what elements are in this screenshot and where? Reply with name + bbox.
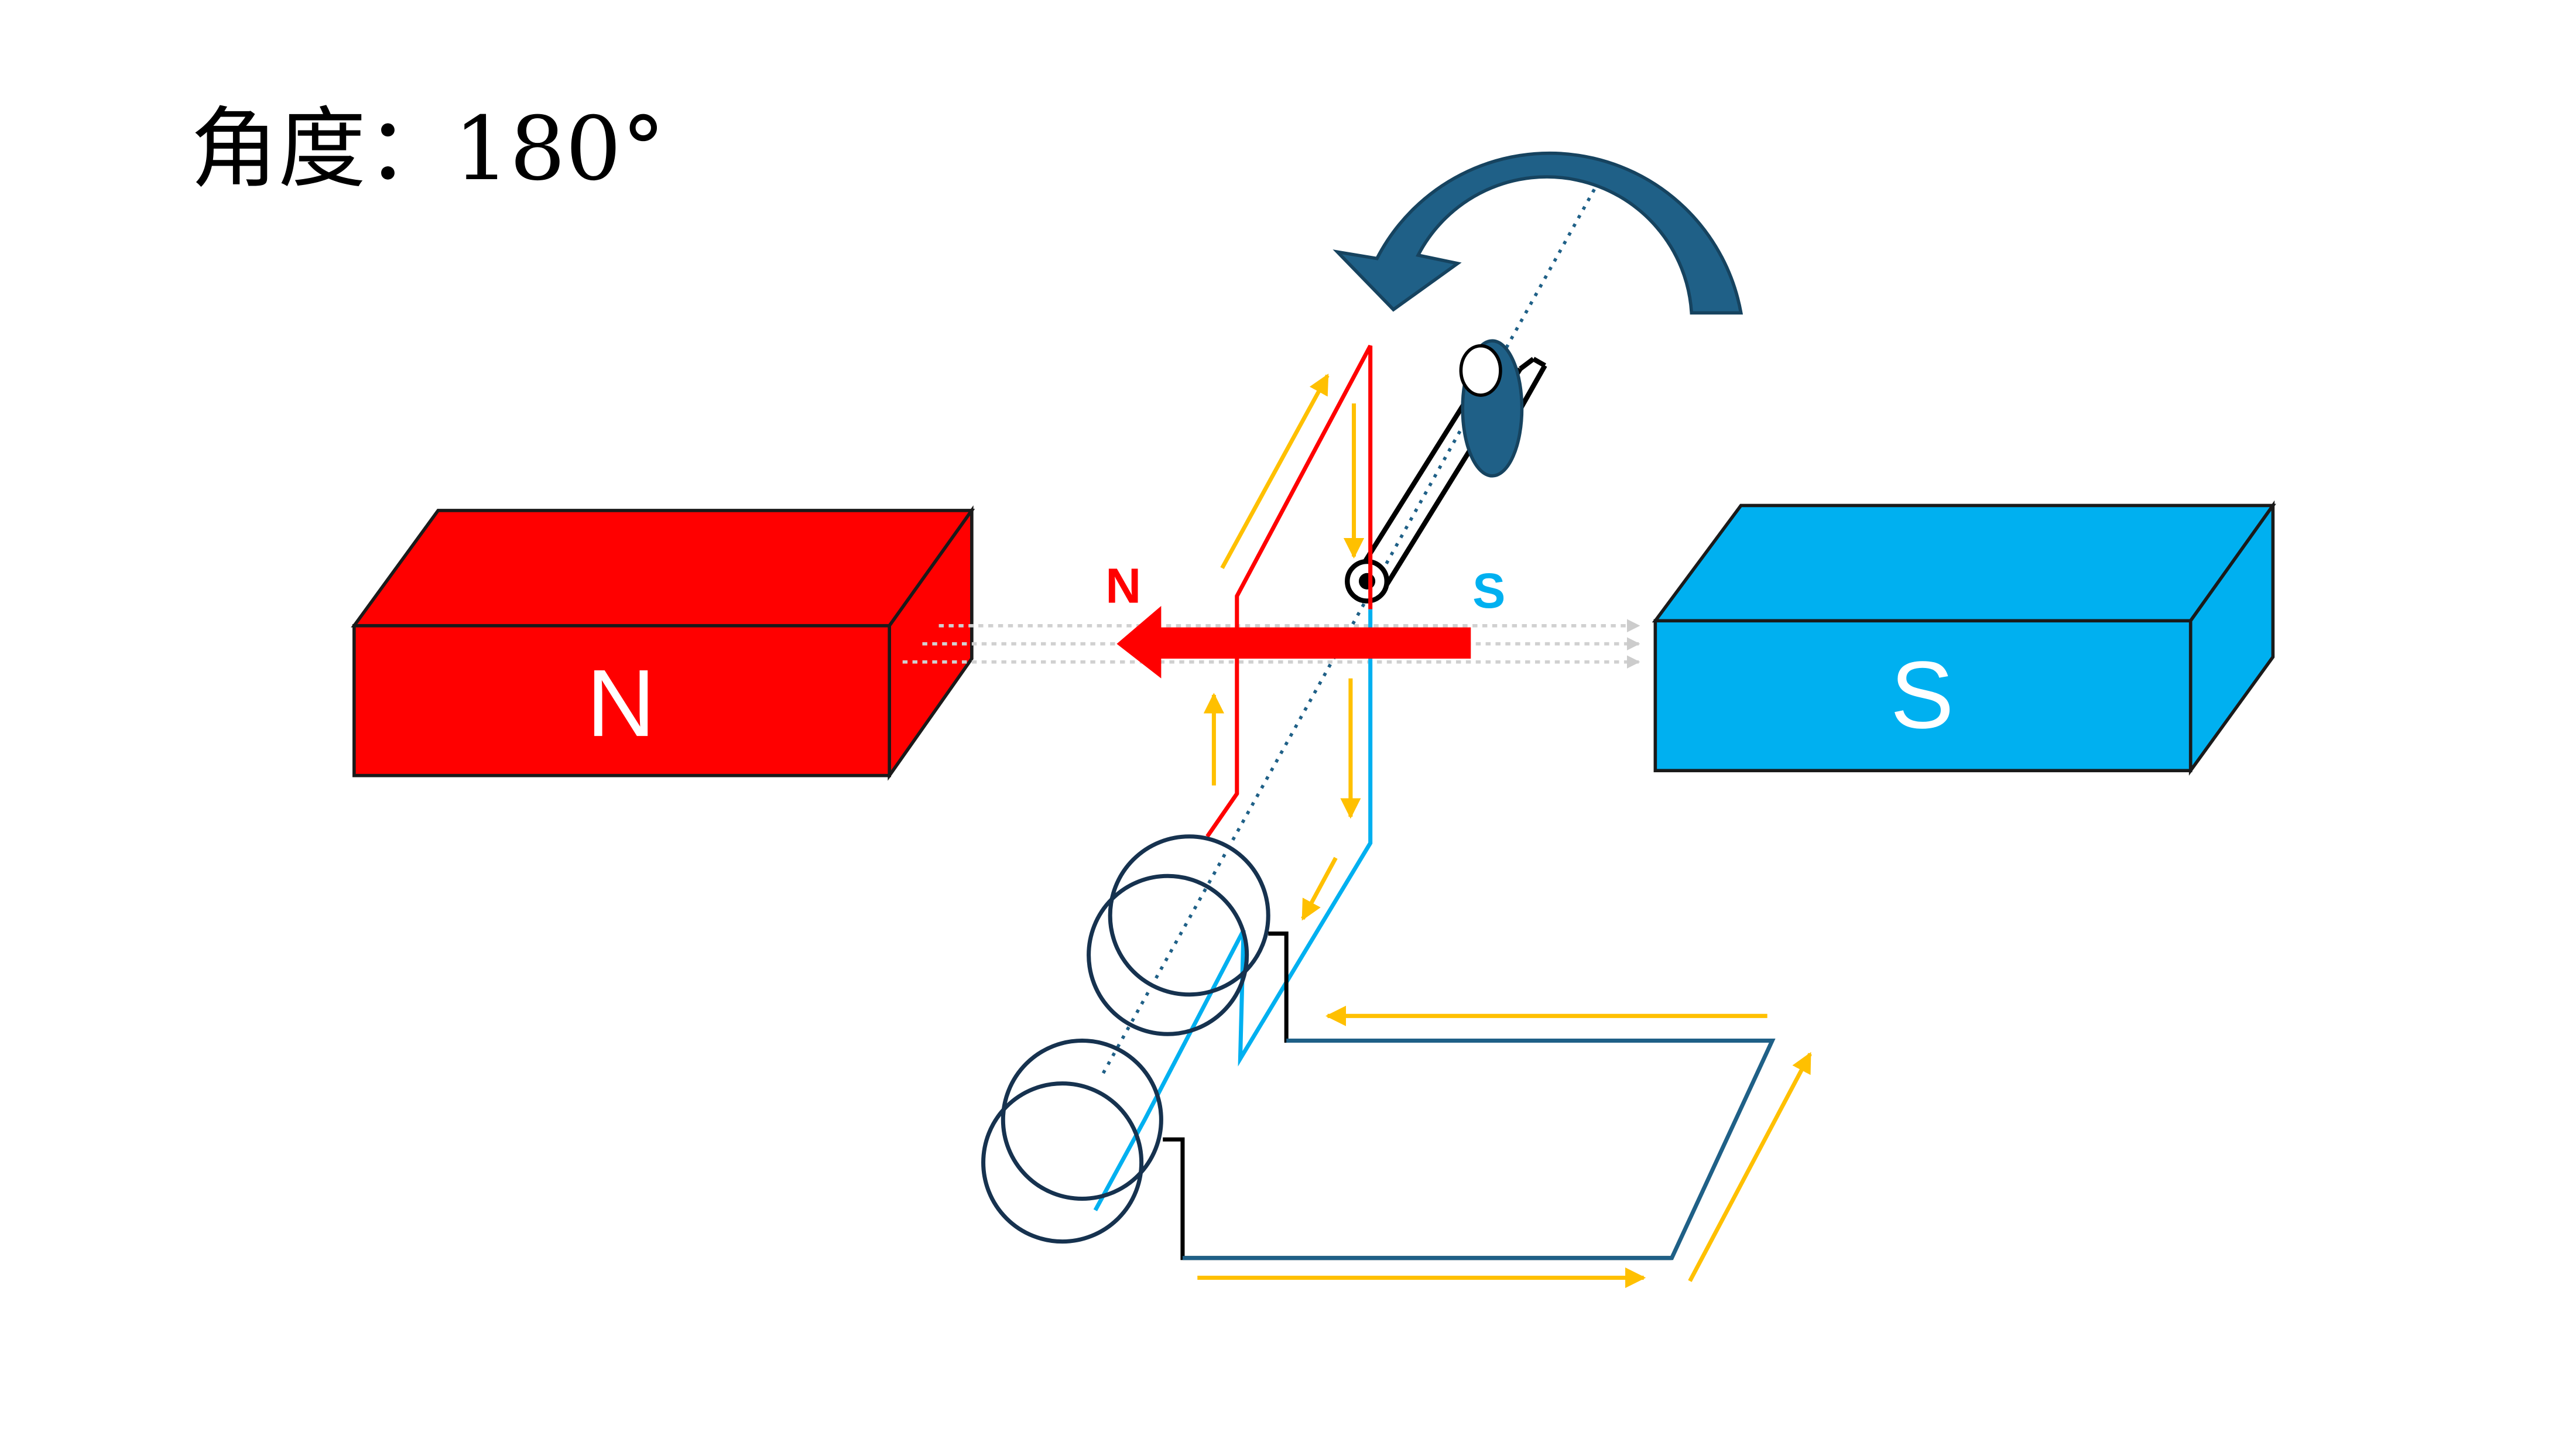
slip-rings [981, 834, 1270, 1244]
north-magnet: N [351, 505, 975, 781]
coil-north-label: N [1105, 558, 1141, 613]
coil-red-side [1205, 344, 1373, 838]
rotation-axis [1098, 189, 1596, 1080]
coil-field-arrow [1116, 606, 1471, 679]
south-magnet-label: S [1890, 641, 1954, 748]
coil-south-label: S [1472, 563, 1505, 618]
south-magnet: S [1652, 500, 2276, 776]
angle-label: 角度：180° [190, 98, 666, 200]
external-circuit [1182, 1038, 1776, 1260]
brush-lead-upper [1268, 931, 1773, 1043]
rotation-arrow-icon [1332, 151, 1743, 315]
crank-icon [1345, 339, 1547, 604]
brush-lead-lower [1163, 1137, 1672, 1260]
coil-blue-lead [1093, 929, 1246, 1211]
north-magnet-label: N [587, 649, 656, 756]
current-arrows [1197, 374, 1812, 1289]
coil-blue-side [1238, 609, 1373, 1067]
